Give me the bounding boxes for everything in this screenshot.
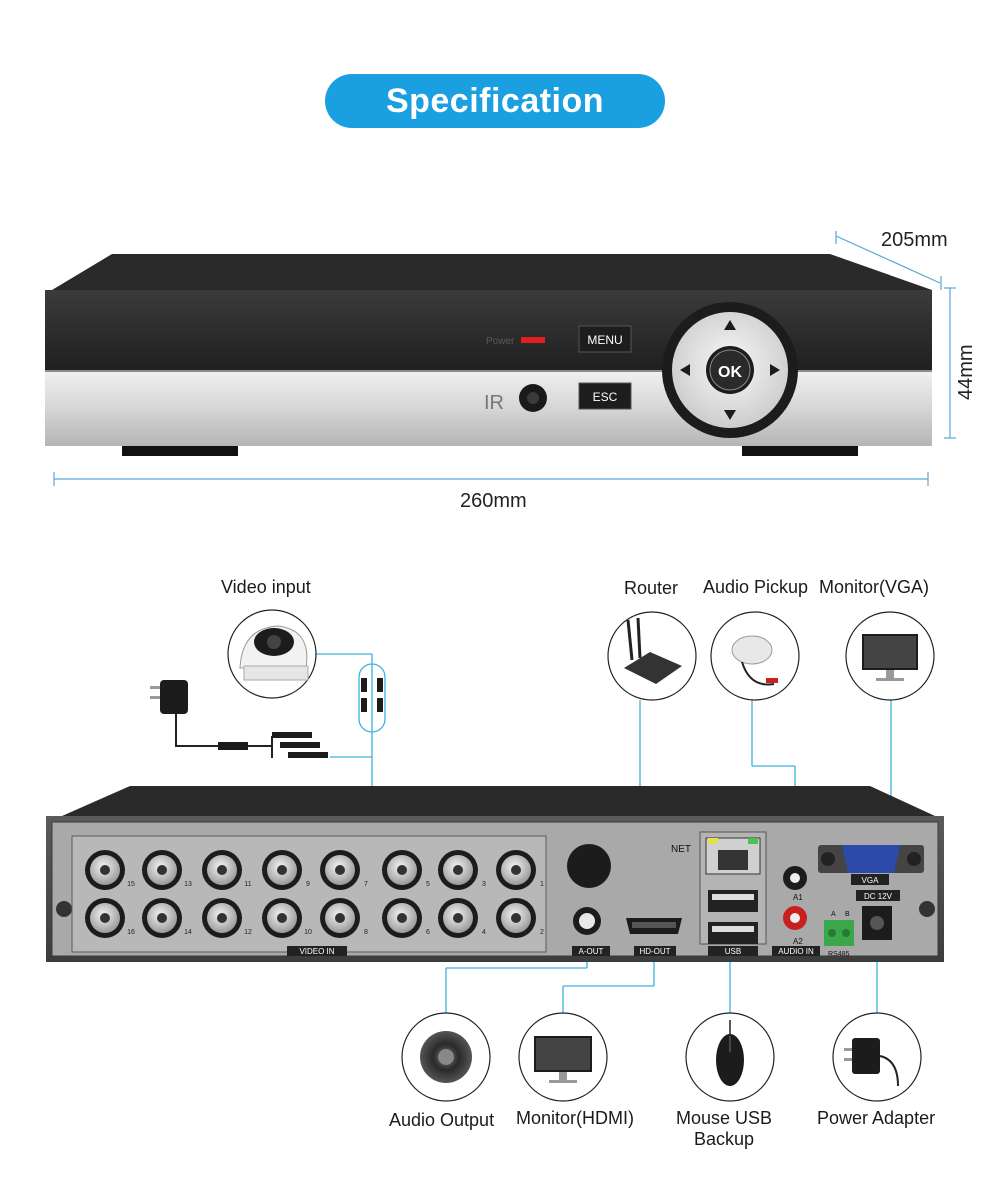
dc-label: DC 12V [864,892,893,901]
depth-dimension: 205mm [881,229,948,251]
bnc-pin [397,865,407,875]
audio-pickup-device [710,611,800,701]
bnc-pin [453,865,463,875]
audio-output-label: Audio Output [389,1110,495,1130]
bnc-pin [335,865,345,875]
vga-port[interactable] [842,845,900,873]
bnc-pin [157,913,167,923]
screw-icon [56,901,72,917]
bnc-pin [217,913,227,923]
esc-button[interactable] [578,382,632,410]
mouse-usb-line2: Backup [693,1129,755,1149]
channel-number: 1 [540,881,544,888]
power-adapter-icon [160,680,188,714]
power-adapter-device [832,1012,922,1102]
audio-in-label: AUDIO IN [778,947,814,956]
a-out-label: A-OUT [579,947,604,956]
menu-label: MENU [587,333,622,347]
mouse-usb-line1: Mouse USB [675,1108,773,1128]
rs485-label: RS485 [828,951,850,958]
mouse-icon [716,1034,744,1086]
bnc-pin [335,913,345,923]
page-title: Specification [325,74,665,128]
dimension-guides [53,231,956,486]
power-adapter-label: Power Adapter [817,1108,936,1128]
router-icon [624,652,682,684]
channel-number: 11 [244,881,251,888]
channel-number: 9 [306,881,310,888]
microphone-icon [731,635,773,665]
channel-number: 2 [540,929,544,936]
bnc-pin [277,913,287,923]
usb-label: USB [725,947,741,956]
video-in-label: VIDEO IN [299,947,334,956]
router-label: Router [624,578,679,598]
audio-pickup-label: Audio Pickup [703,577,809,597]
width-dimension: 260mm [460,490,527,512]
bnc-pin [453,913,463,923]
ir-label: IR [484,392,504,414]
channel-number: 16 [127,929,135,936]
usb-port-2[interactable] [708,922,758,944]
hd-out-label: HD-OUT [639,947,670,956]
channel-number: 7 [364,881,368,888]
mouse-usb-label: Mouse USB Backup [670,1108,778,1150]
coax-cable [361,678,383,712]
channel-number: 15 [127,881,135,888]
rs485-a-label: A [831,911,836,918]
bnc-pin [100,913,110,923]
power-led [521,337,545,343]
bnc-pin [217,865,227,875]
bnc-connectors: 15 13 11 9 7 5 3 1 16 14 12 10 8 6 4 2 [85,850,544,938]
channel-number: 8 [364,929,368,936]
power-adapter-icon [852,1038,880,1074]
bnc-pin [511,913,521,923]
monitor-vga-label: Monitor(VGA) [819,577,930,597]
right-arrow-icon[interactable] [770,364,780,376]
dvr-rear-panel: VIDEO IN [46,786,944,962]
audio-output-device [401,1012,491,1102]
video-input-label: Video input [221,577,311,597]
bnc-pin [397,913,407,923]
screw-icon [919,901,935,917]
channel-number: 5 [426,881,430,888]
monitor-vga-device [845,611,935,701]
channel-number: 13 [184,881,192,888]
net-label: NET [671,844,691,855]
a1-label: A1 [793,893,803,902]
bnc-pin [100,865,110,875]
channel-number: 6 [426,929,430,936]
power-label: Power [486,336,515,347]
rs485-b-label: B [845,911,850,918]
channel-number: 12 [244,929,252,936]
bnc-pin [157,865,167,875]
power-splitter [150,680,328,758]
dvr-front-view: Power IR MENU ESC OK [45,231,956,486]
down-arrow-icon[interactable] [724,410,736,420]
menu-button[interactable] [578,325,632,353]
usb-port-1[interactable] [708,890,758,912]
esc-label: ESC [593,390,618,404]
bnc-pin [511,865,521,875]
mouse-device [685,1012,775,1102]
router-device [607,611,697,701]
bnc-pin [277,865,287,875]
channel-number: 4 [482,929,486,936]
channel-number: 3 [482,881,486,888]
channel-number: 10 [304,929,312,936]
a2-label: A2 [793,937,803,946]
up-arrow-icon[interactable] [724,320,736,330]
vga-label: VGA [862,876,880,885]
left-arrow-icon[interactable] [680,364,690,376]
monitor-hdmi-label: Monitor(HDMI) [516,1108,635,1128]
video-input-device [227,609,317,699]
channel-number: 14 [184,929,192,936]
monitor-hdmi-device [518,1012,608,1102]
ok-label: OK [718,364,742,381]
